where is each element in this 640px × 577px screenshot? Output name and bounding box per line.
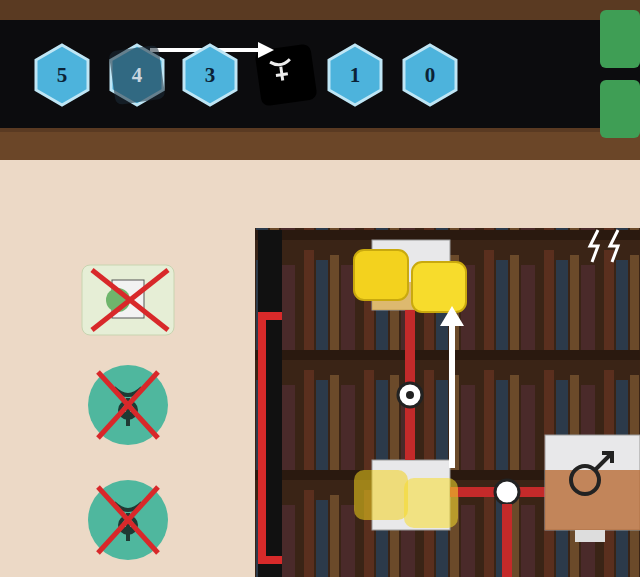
track-number: 5 [57, 63, 68, 88]
board-section [255, 228, 640, 577]
track-hex: 0 [402, 43, 458, 107]
track-hex: 5 [34, 43, 90, 107]
crossed-icons [82, 265, 174, 560]
track-number: 4 [132, 63, 143, 88]
track-hex: 4 [109, 43, 165, 107]
track-hex: 3 [182, 43, 238, 107]
track-number: 1 [350, 63, 361, 88]
track-number: 3 [205, 63, 216, 88]
dice [150, 42, 318, 107]
track-number: 0 [425, 63, 436, 88]
track-hex: 1 [327, 43, 383, 107]
